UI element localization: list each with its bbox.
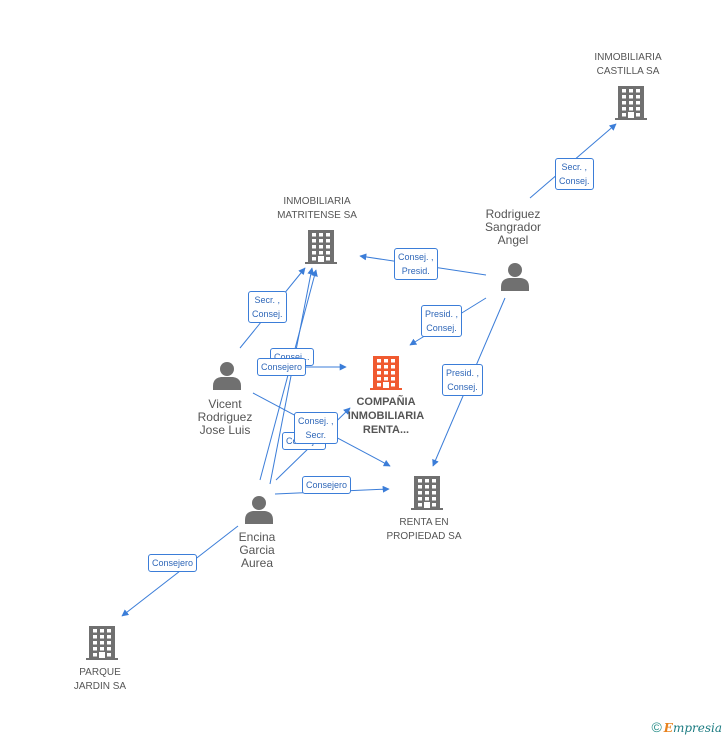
building-icon-castilla[interactable]	[615, 86, 647, 120]
edge-label-rod-center[interactable]: Presid. , Consej.	[421, 305, 463, 337]
building-icon-matritense[interactable]	[305, 230, 337, 264]
node-label-parque[interactable]: PARQUE JARDIN SA	[73, 667, 127, 692]
edge-label-rod-castilla[interactable]: Secr. , Consej.	[555, 158, 594, 190]
node-label-vicent[interactable]: Vicent Rodriguez Jose Luis	[197, 397, 253, 437]
edge-label-rod-renta[interactable]: Presid. , Consej.	[442, 364, 484, 396]
brand-logo-e: E	[663, 721, 673, 735]
node-label-rodriguez[interactable]: Rodriguez Sangrador Angel	[484, 207, 542, 247]
person-icon-rodriguez[interactable]	[501, 263, 529, 291]
edge-label-enc-parque[interactable]: Consejero	[148, 554, 198, 572]
node-label-renta[interactable]: RENTA EN PROPIEDAD SA	[386, 517, 462, 542]
empresia-watermark: ©Empresia	[651, 719, 722, 735]
node-label-castilla[interactable]: INMOBILIARIA CASTILLA SA	[594, 52, 662, 77]
building-icon-center[interactable]	[370, 356, 402, 390]
edge-label-vic-center-b[interactable]: Consejero	[257, 358, 307, 376]
edge-label-vic-matritense[interactable]: Secr. , Consej.	[248, 291, 287, 323]
copyright-icon: ©	[651, 719, 662, 735]
edge-enc-matritense-2	[269, 267, 315, 485]
edge-label-vic-renta[interactable]: Consej. , Secr.	[294, 412, 338, 444]
building-icon-parque[interactable]	[86, 626, 118, 660]
person-icon-encina[interactable]	[245, 496, 273, 524]
building-icon-renta[interactable]	[411, 476, 443, 510]
brand-logo-text: mpresia	[672, 721, 722, 735]
edge-label-rod-matritense[interactable]: Consej. , Presid.	[394, 248, 438, 280]
node-label-matritense[interactable]: INMOBILIARIA MATRITENSE SA	[277, 196, 357, 221]
node-label-center[interactable]: COMPAÑIA INMOBILIARIA RENTA...	[347, 396, 425, 436]
node-icons	[86, 86, 647, 660]
person-icon-vicent[interactable]	[213, 362, 241, 390]
node-label-encina[interactable]: Encina Garcia Aurea	[238, 530, 276, 570]
edge-label-enc-renta[interactable]: Consejero	[302, 476, 352, 494]
